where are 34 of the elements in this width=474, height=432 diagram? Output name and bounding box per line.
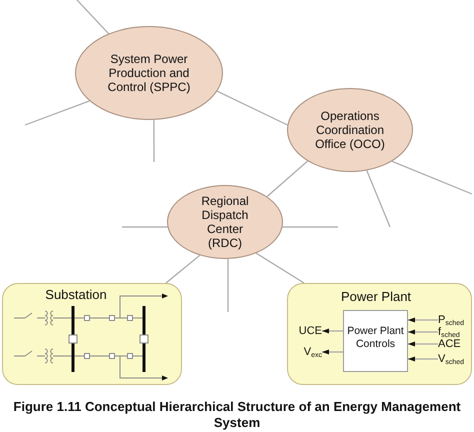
signal-label: V$_{exc}$	[304, 346, 322, 358]
arrow	[408, 342, 438, 346]
signal-label: f$_{sched}$	[438, 326, 460, 338]
arrow	[408, 318, 438, 322]
node-label: System Power Production and Control (SPPC)	[107, 52, 191, 94]
signal-label: V$_{sched}$	[438, 352, 464, 366]
panel-title: Power Plant	[340, 289, 412, 304]
connector-line	[366, 170, 391, 228]
rounded-panel	[287, 283, 472, 385]
connector-line	[227, 259, 229, 312]
connector-line	[392, 160, 472, 195]
connector-line	[282, 226, 338, 228]
signal-label: ACE	[438, 338, 461, 350]
connector-line	[266, 160, 308, 197]
signal-label: UCE	[298, 324, 322, 338]
node-label: Power Plant Controls	[346, 325, 404, 351]
connector-line	[216, 90, 288, 126]
node-label: Regional Dispatch Center (RDC)	[200, 194, 250, 250]
panel-title: Substation	[45, 287, 107, 302]
arrow	[322, 328, 343, 334]
connector-line	[166, 254, 200, 284]
signal-label: P$_{sched}$	[438, 314, 464, 326]
arrow	[408, 356, 438, 362]
connector-line	[76, 0, 110, 34]
figure-caption: Figure 1.11 Conceptual Hierarchical Structure of an Energy Management System	[12, 399, 462, 431]
node-label: Operations Coordination Office (OCO)	[314, 109, 386, 151]
process-box	[343, 310, 408, 372]
connector-line	[122, 226, 168, 228]
arrow	[408, 330, 438, 334]
arrow	[322, 350, 343, 354]
rounded-panel	[2, 283, 182, 385]
connector-line	[24, 100, 90, 126]
connector-line	[153, 120, 155, 162]
connector-line	[256, 252, 304, 284]
